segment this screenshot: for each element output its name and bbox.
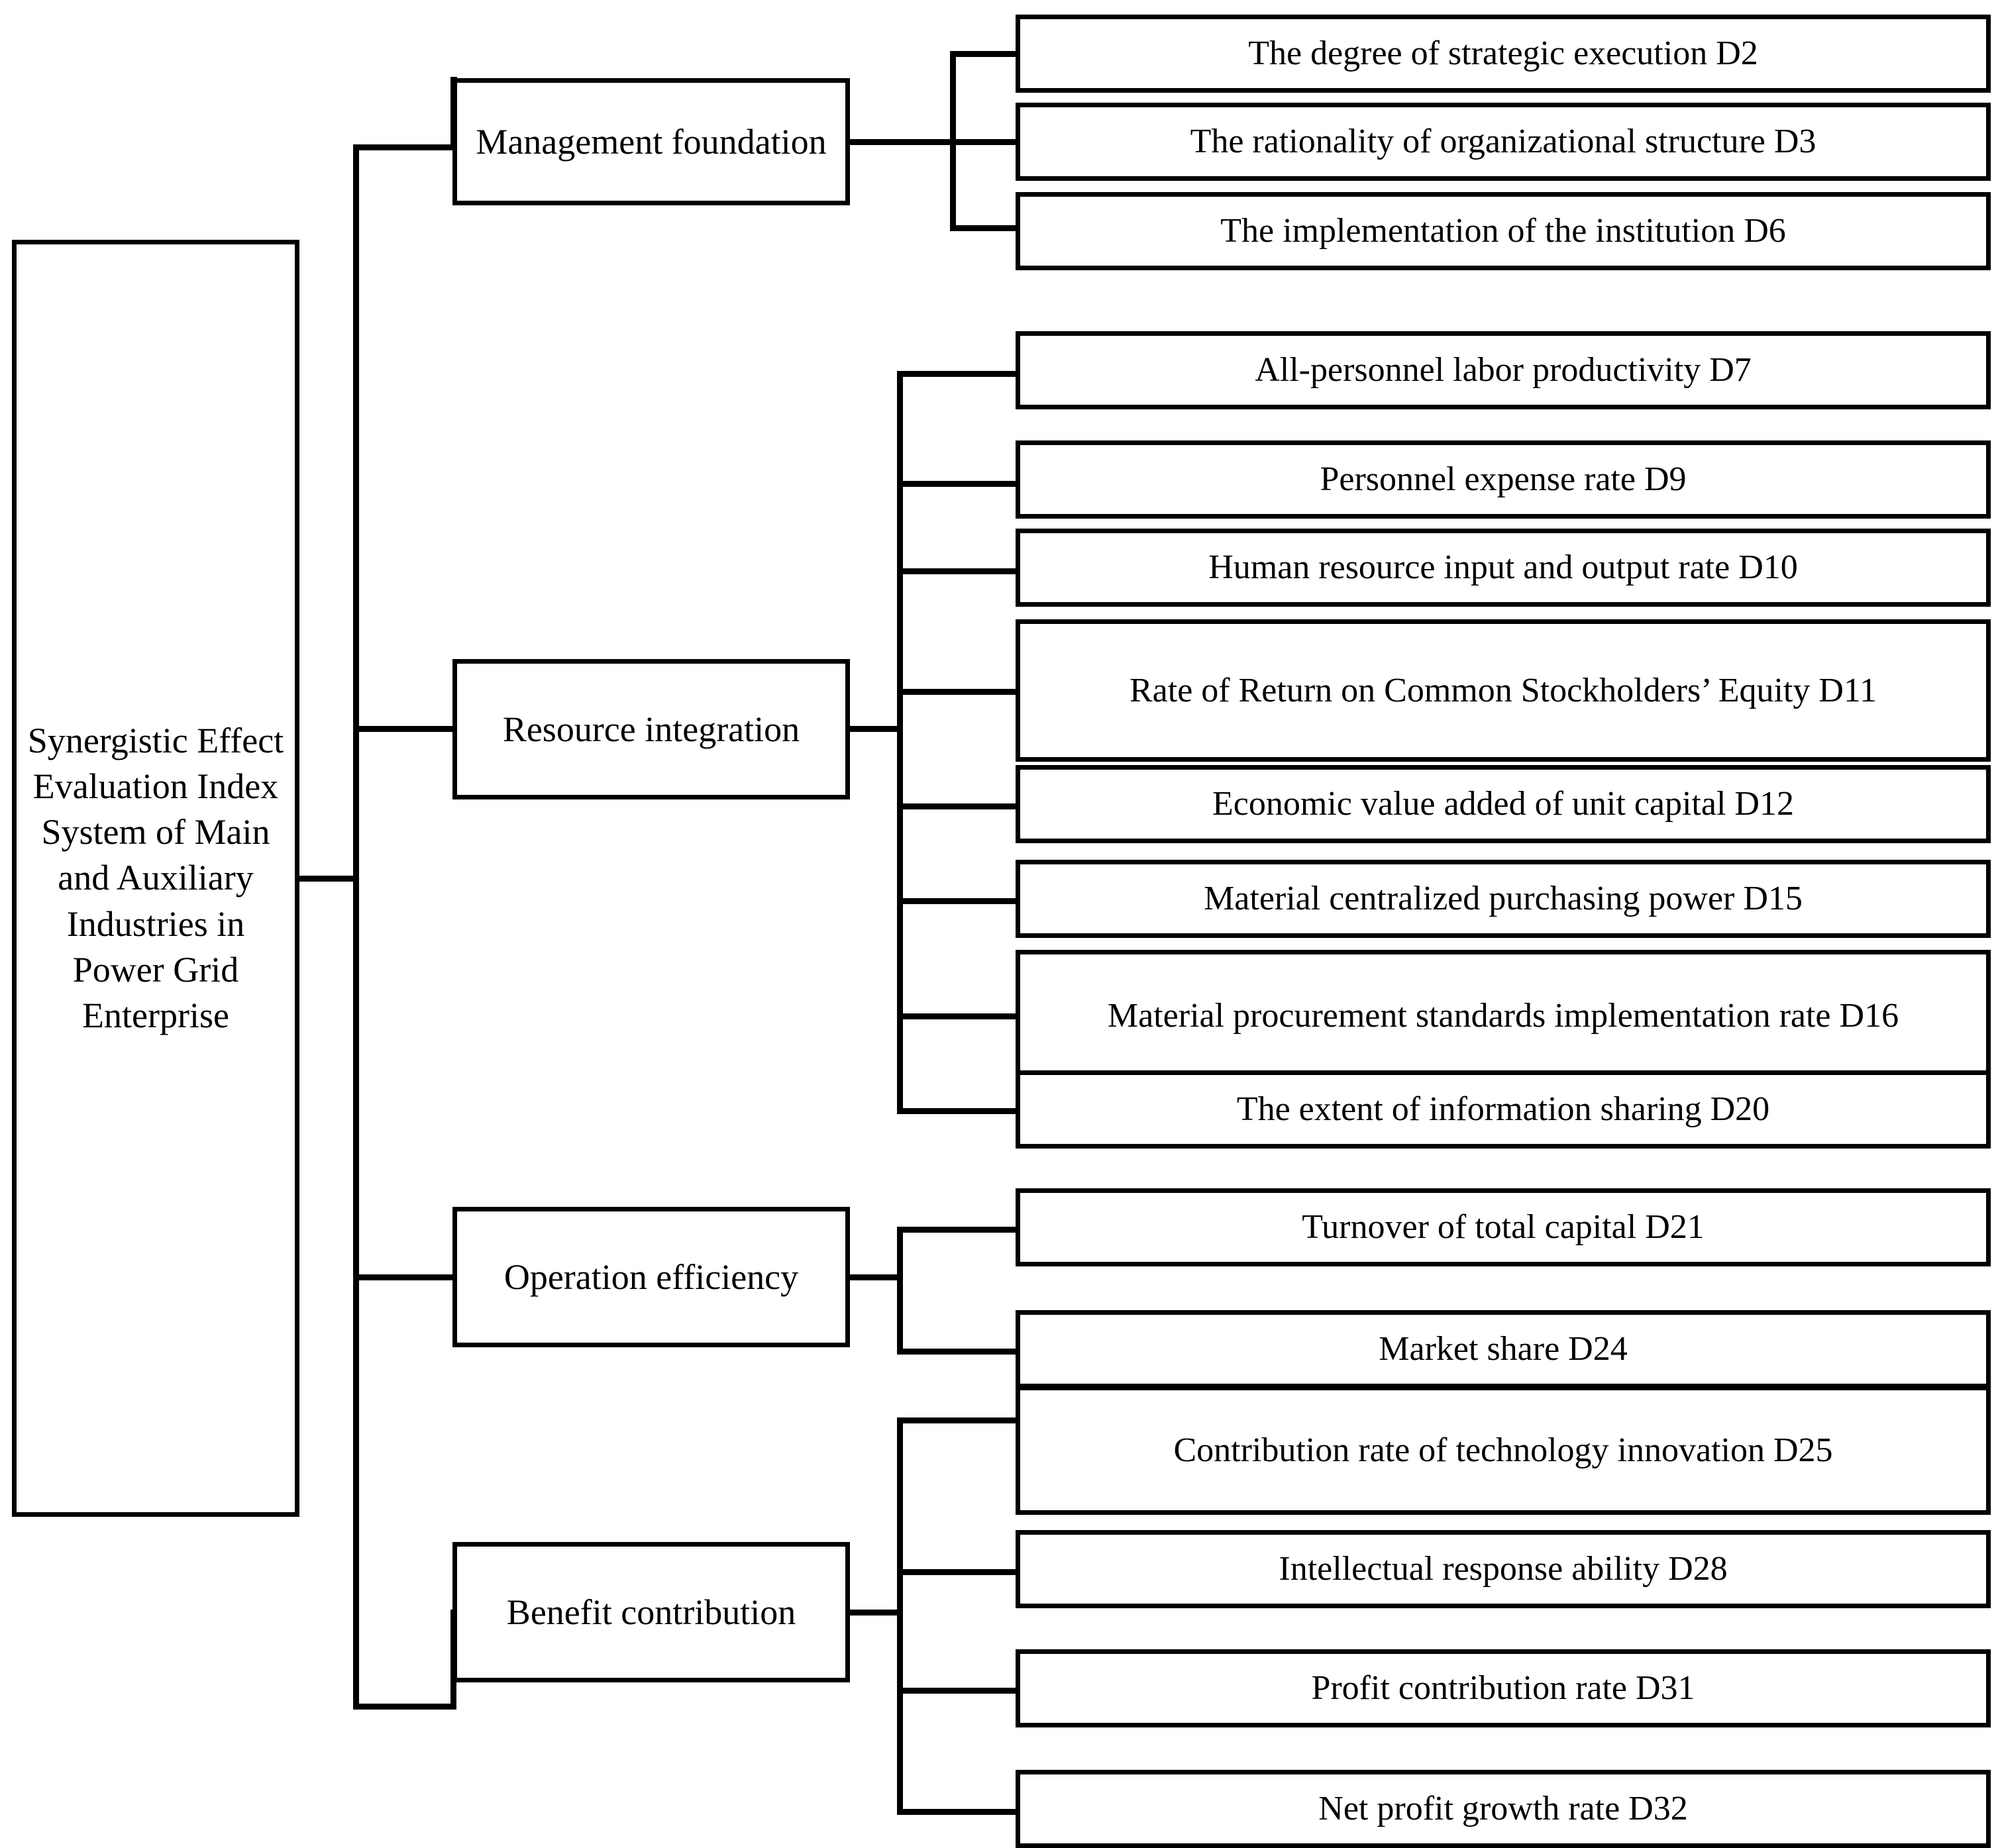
leaf-node-label: The implementation of the institution D6: [1220, 212, 1786, 250]
connector-group-3-leaf-2: [897, 1688, 1020, 1694]
branch-node-label: Benefit contribution: [506, 1592, 796, 1632]
leaf-node-label: The degree of strategic execution D2: [1248, 34, 1758, 73]
connector-group-1-leaf-6: [897, 1013, 1020, 1019]
connector-group-1-bus: [897, 371, 903, 1114]
connector-group-2-leaf-0: [897, 1227, 1020, 1233]
leaf-node-d12: Economic value added of unit capital D12: [1016, 765, 1991, 843]
connector-group-1-leaf-7: [897, 1108, 1020, 1114]
leaf-node-d15: Material centralized purchasing power D1…: [1016, 860, 1991, 938]
leaf-node-d6: The implementation of the institution D6: [1016, 192, 1991, 270]
connector-branch-2-out: [850, 1274, 903, 1280]
leaf-node-d16: Material procurement standards implement…: [1016, 950, 1991, 1082]
connector-main-to-branch-1: [353, 726, 456, 732]
connector-group-3-leaf-3: [897, 1809, 1020, 1815]
leaf-node-d2: The degree of strategic execution D2: [1016, 15, 1991, 93]
connector-main-to-branch-0: [353, 144, 456, 150]
leaf-node-d3: The rationality of organizational struct…: [1016, 103, 1991, 181]
connector-main-bus: [353, 144, 359, 1710]
leaf-node-d24: Market share D24: [1016, 1310, 1991, 1388]
leaf-node-label: Material procurement standards implement…: [1107, 997, 1899, 1035]
leaf-node-d10: Human resource input and output rate D10: [1016, 529, 1991, 607]
connector-group-1-leaf-4: [897, 803, 1020, 809]
leaf-node-label: Contribution rate of technology innovati…: [1173, 1431, 1833, 1469]
connector-group-3-bus: [897, 1417, 903, 1815]
leaf-node-label: Market share D24: [1379, 1330, 1628, 1368]
leaf-node-d20: The extent of information sharing D20: [1016, 1070, 1991, 1149]
leaf-node-label: Net profit growth rate D32: [1318, 1790, 1688, 1828]
branch-node-resource-integration: Resource integration: [452, 659, 850, 799]
root-node-label: Synergistic Effect Evaluation Index Syst…: [27, 721, 284, 1035]
connector-group-1-leaf-0: [897, 371, 1020, 377]
leaf-node-d32: Net profit growth rate D32: [1016, 1770, 1991, 1848]
connector-group-2-bus: [897, 1227, 903, 1355]
branch-node-benefit-contribution: Benefit contribution: [452, 1542, 850, 1682]
connector-group-0-leaf-0: [950, 51, 1020, 57]
leaf-node-label: Economic value added of unit capital D12: [1212, 785, 1794, 823]
connector-group-1-leaf-2: [897, 568, 1020, 574]
leaf-node-label: Human resource input and output rate D10: [1208, 548, 1798, 587]
leaf-node-d9: Personnel expense rate D9: [1016, 440, 1991, 519]
leaf-node-label: Turnover of total capital D21: [1302, 1208, 1705, 1247]
leaf-node-label: Intellectual response ability D28: [1279, 1550, 1728, 1588]
connector-group-1-leaf-1: [897, 481, 1020, 487]
branch-node-label: Management foundation: [476, 121, 827, 162]
connector-group-0-leaf-2: [950, 225, 1020, 231]
branch-node-operation-efficiency: Operation efficiency: [452, 1207, 850, 1347]
branch-node-label: Resource integration: [502, 709, 800, 749]
connector-group-0-leaf-1: [950, 139, 1020, 145]
connector-branch-3-out: [850, 1610, 903, 1616]
connector-root-stub: [299, 876, 359, 882]
connector-main-to-branch-3: [353, 1704, 456, 1710]
connector-main-to-branch-2: [353, 1274, 456, 1280]
leaf-node-label: All-personnel labor productivity D7: [1255, 351, 1752, 389]
branch-node-label: Operation efficiency: [503, 1257, 799, 1297]
leaf-node-d7: All-personnel labor productivity D7: [1016, 331, 1991, 409]
leaf-node-d25: Contribution rate of technology innovati…: [1016, 1386, 1991, 1515]
leaf-node-label: Rate of Return on Common Stockholders’ E…: [1130, 671, 1877, 709]
leaf-node-label: Profit contribution rate D31: [1311, 1669, 1695, 1708]
leaf-node-d11: Rate of Return on Common Stockholders’ E…: [1016, 619, 1991, 762]
leaf-node-d21: Turnover of total capital D21: [1016, 1188, 1991, 1266]
connector-group-1-leaf-3: [897, 689, 1020, 695]
leaf-node-label: Personnel expense rate D9: [1320, 460, 1687, 499]
connector-branch-0-out: [850, 139, 956, 145]
connector-group-3-leaf-1: [897, 1569, 1020, 1575]
connector-group-2-leaf-1: [897, 1349, 1020, 1355]
leaf-node-d31: Profit contribution rate D31: [1016, 1649, 1991, 1727]
leaf-node-d28: Intellectual response ability D28: [1016, 1530, 1991, 1608]
connector-group-1-leaf-5: [897, 898, 1020, 904]
connector-group-3-leaf-0: [897, 1417, 1020, 1423]
root-node: Synergistic Effect Evaluation Index Syst…: [12, 240, 299, 1517]
leaf-node-label: Material centralized purchasing power D1…: [1204, 880, 1803, 918]
branch-node-management-foundation: Management foundation: [452, 78, 850, 205]
leaf-node-label: The extent of information sharing D20: [1236, 1090, 1770, 1129]
leaf-node-label: The rationality of organizational struct…: [1190, 123, 1816, 161]
connector-branch-1-out: [850, 726, 903, 732]
